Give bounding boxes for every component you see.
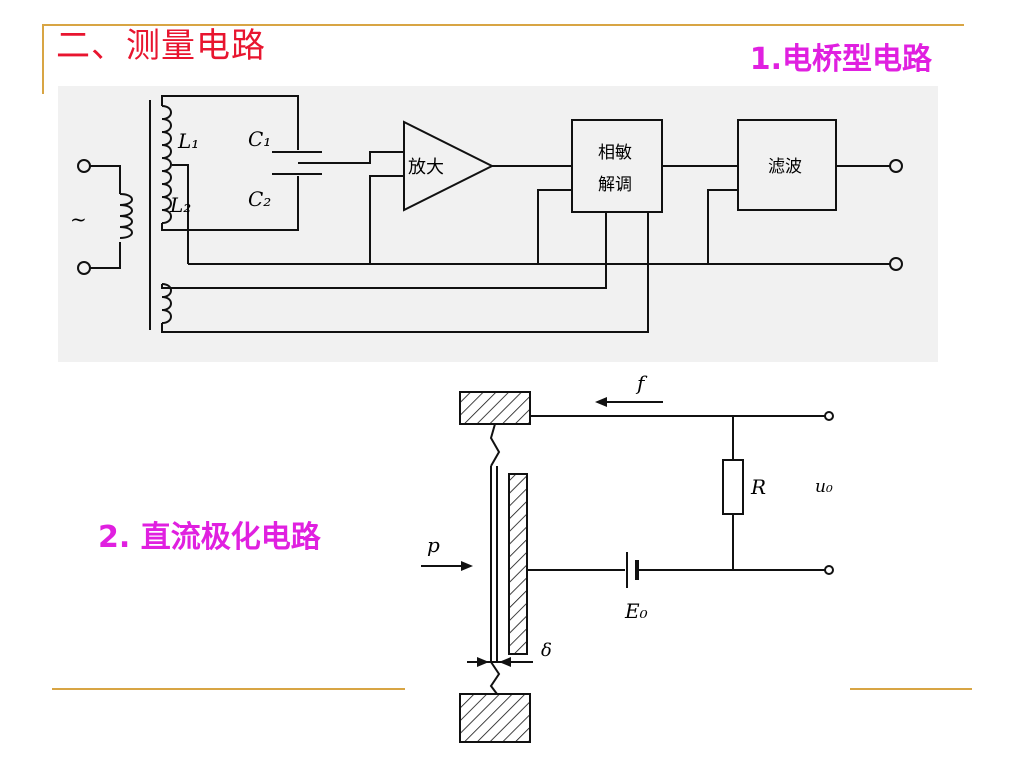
- label-f: f: [635, 371, 648, 395]
- left-rule: [42, 24, 44, 94]
- wire-reference-top: [161, 212, 607, 289]
- force-arrowhead: [595, 397, 607, 407]
- wire-demod-ground: [537, 189, 572, 264]
- page-title: 二、测量电路: [56, 26, 266, 66]
- output-terminal-bottom: [889, 257, 903, 271]
- top-rule: [42, 24, 964, 26]
- wire-filter-ground: [707, 189, 738, 264]
- wire-amp-ground: [369, 175, 404, 264]
- label-l1: L₁: [177, 129, 199, 153]
- label-p: p: [427, 533, 440, 557]
- input-wire-top: [90, 165, 121, 194]
- demodulator-label-line1: 相敏: [598, 143, 632, 163]
- output-terminal-top: [889, 159, 903, 173]
- section-label-bridge: 1.电桥型电路: [749, 42, 932, 77]
- wire-l2-c2: [161, 176, 299, 231]
- demodulator-label-line2: 解调: [598, 175, 632, 195]
- amplifier-triangle: [403, 120, 495, 212]
- output-terminal-top: [824, 411, 834, 421]
- filter-label: 滤波: [768, 157, 802, 177]
- label-c1: C₁: [248, 127, 271, 151]
- gap-arrowhead-left: [477, 657, 489, 667]
- primary-coil: [119, 193, 133, 239]
- secondary-coil: [161, 105, 172, 224]
- diagram-background: [58, 86, 938, 362]
- reference-coil: [161, 283, 172, 324]
- section-label-dc: 2. 直流极化电路: [98, 520, 321, 555]
- lower-fixed-support: [459, 693, 531, 743]
- dc-polarization-diagram: f R u₀ p E₀ δ: [421, 371, 834, 743]
- upper-spring: [489, 423, 501, 467]
- lower-spring: [489, 661, 501, 695]
- wire-l1-c1: [161, 95, 299, 150]
- label-r: R: [750, 475, 766, 499]
- wire-center-tap: [172, 164, 189, 264]
- pressure-arrowhead: [461, 561, 473, 571]
- label-e0: E₀: [624, 599, 648, 623]
- fixed-electrode: [508, 473, 528, 655]
- bottom-rule-right: [850, 688, 972, 690]
- label-delta: δ: [541, 640, 552, 661]
- source-symbol: ~: [70, 207, 87, 231]
- bridge-circuit-diagram: ~ L₁ L₂ C₁ C₂ 放大 相敏 解调 滤波: [58, 86, 938, 362]
- gap-arrowhead-right: [499, 657, 511, 667]
- upper-fixed-support: [459, 391, 531, 425]
- input-wire-bottom: [90, 242, 121, 269]
- label-c2: C₂: [248, 187, 271, 211]
- wire-reference-bottom: [161, 212, 649, 333]
- label-uo: u₀: [815, 477, 833, 497]
- label-l2: L₂: [169, 193, 191, 217]
- resistor-r: [722, 459, 744, 515]
- output-terminal-bottom: [824, 565, 834, 575]
- wire-to-amplifier: [298, 151, 404, 164]
- bottom-rule-left: [52, 688, 405, 690]
- amplifier-label: 放大: [408, 157, 444, 178]
